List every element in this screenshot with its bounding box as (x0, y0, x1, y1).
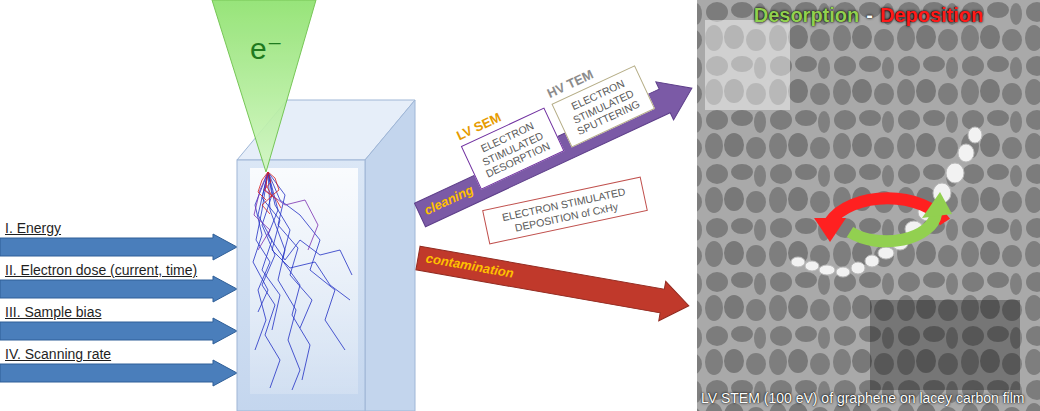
trajectory (268, 172, 279, 197)
electron-trajectories (253, 172, 352, 390)
bright-cell-chain (791, 127, 982, 277)
input-arrows (0, 234, 237, 386)
bright-cell (946, 163, 964, 183)
bright-cell (968, 127, 982, 143)
deposited-region (870, 300, 1020, 390)
trajectory (265, 172, 318, 250)
stem-image (697, 0, 1040, 411)
parameter-label: I. Energy (5, 220, 61, 238)
cube-front (237, 160, 365, 411)
bright-cell (819, 265, 835, 275)
trajectory (262, 172, 350, 300)
desorption-cycle-arrow (850, 214, 936, 241)
bright-cell (878, 247, 894, 259)
image-title: Deposition (880, 3, 983, 28)
trajectory (268, 172, 352, 275)
input-arrow (0, 276, 237, 302)
stem-ground (697, 0, 1040, 411)
image-title-row: Desorption-Deposition (697, 3, 1040, 28)
bright-cell (791, 257, 805, 267)
input-arrow (0, 360, 237, 386)
image-title: - (866, 3, 873, 28)
deposition-arrowhead (814, 218, 846, 242)
image-caption: LV STEM (100 eV) of graphene on lacey ca… (701, 390, 1024, 408)
contamination-band (415, 238, 693, 325)
electron-beam (212, 0, 316, 172)
bright-cell (958, 144, 974, 162)
trajectory (268, 172, 345, 350)
trajectory (268, 172, 310, 380)
desorption-arrowhead (922, 192, 952, 218)
cube-side (365, 100, 415, 411)
desorbed-region-glow (705, 20, 790, 110)
trajectory-panel (250, 168, 358, 394)
electron-symbol: e⁻ (250, 30, 283, 68)
desorbed-region (705, 20, 790, 110)
parameter-label: IV. Scanning rate (5, 346, 111, 364)
image-title: Desorption (754, 3, 860, 28)
bright-cell (851, 262, 865, 274)
contamination-arrow (415, 238, 693, 325)
bright-cell (836, 267, 850, 277)
trajectory (264, 172, 281, 208)
process-text: ELECTRON STIMULATED DEPOSITION of CxHy (489, 182, 641, 238)
input-arrow (0, 318, 237, 344)
parameter-label: II. Electron dose (current, time) (5, 262, 197, 280)
bright-cell (865, 255, 879, 267)
bright-cell (805, 261, 819, 271)
trajectory (262, 172, 280, 388)
input-arrow (0, 234, 237, 260)
trajectory (258, 172, 268, 200)
parameter-label: III. Sample bias (5, 304, 102, 322)
